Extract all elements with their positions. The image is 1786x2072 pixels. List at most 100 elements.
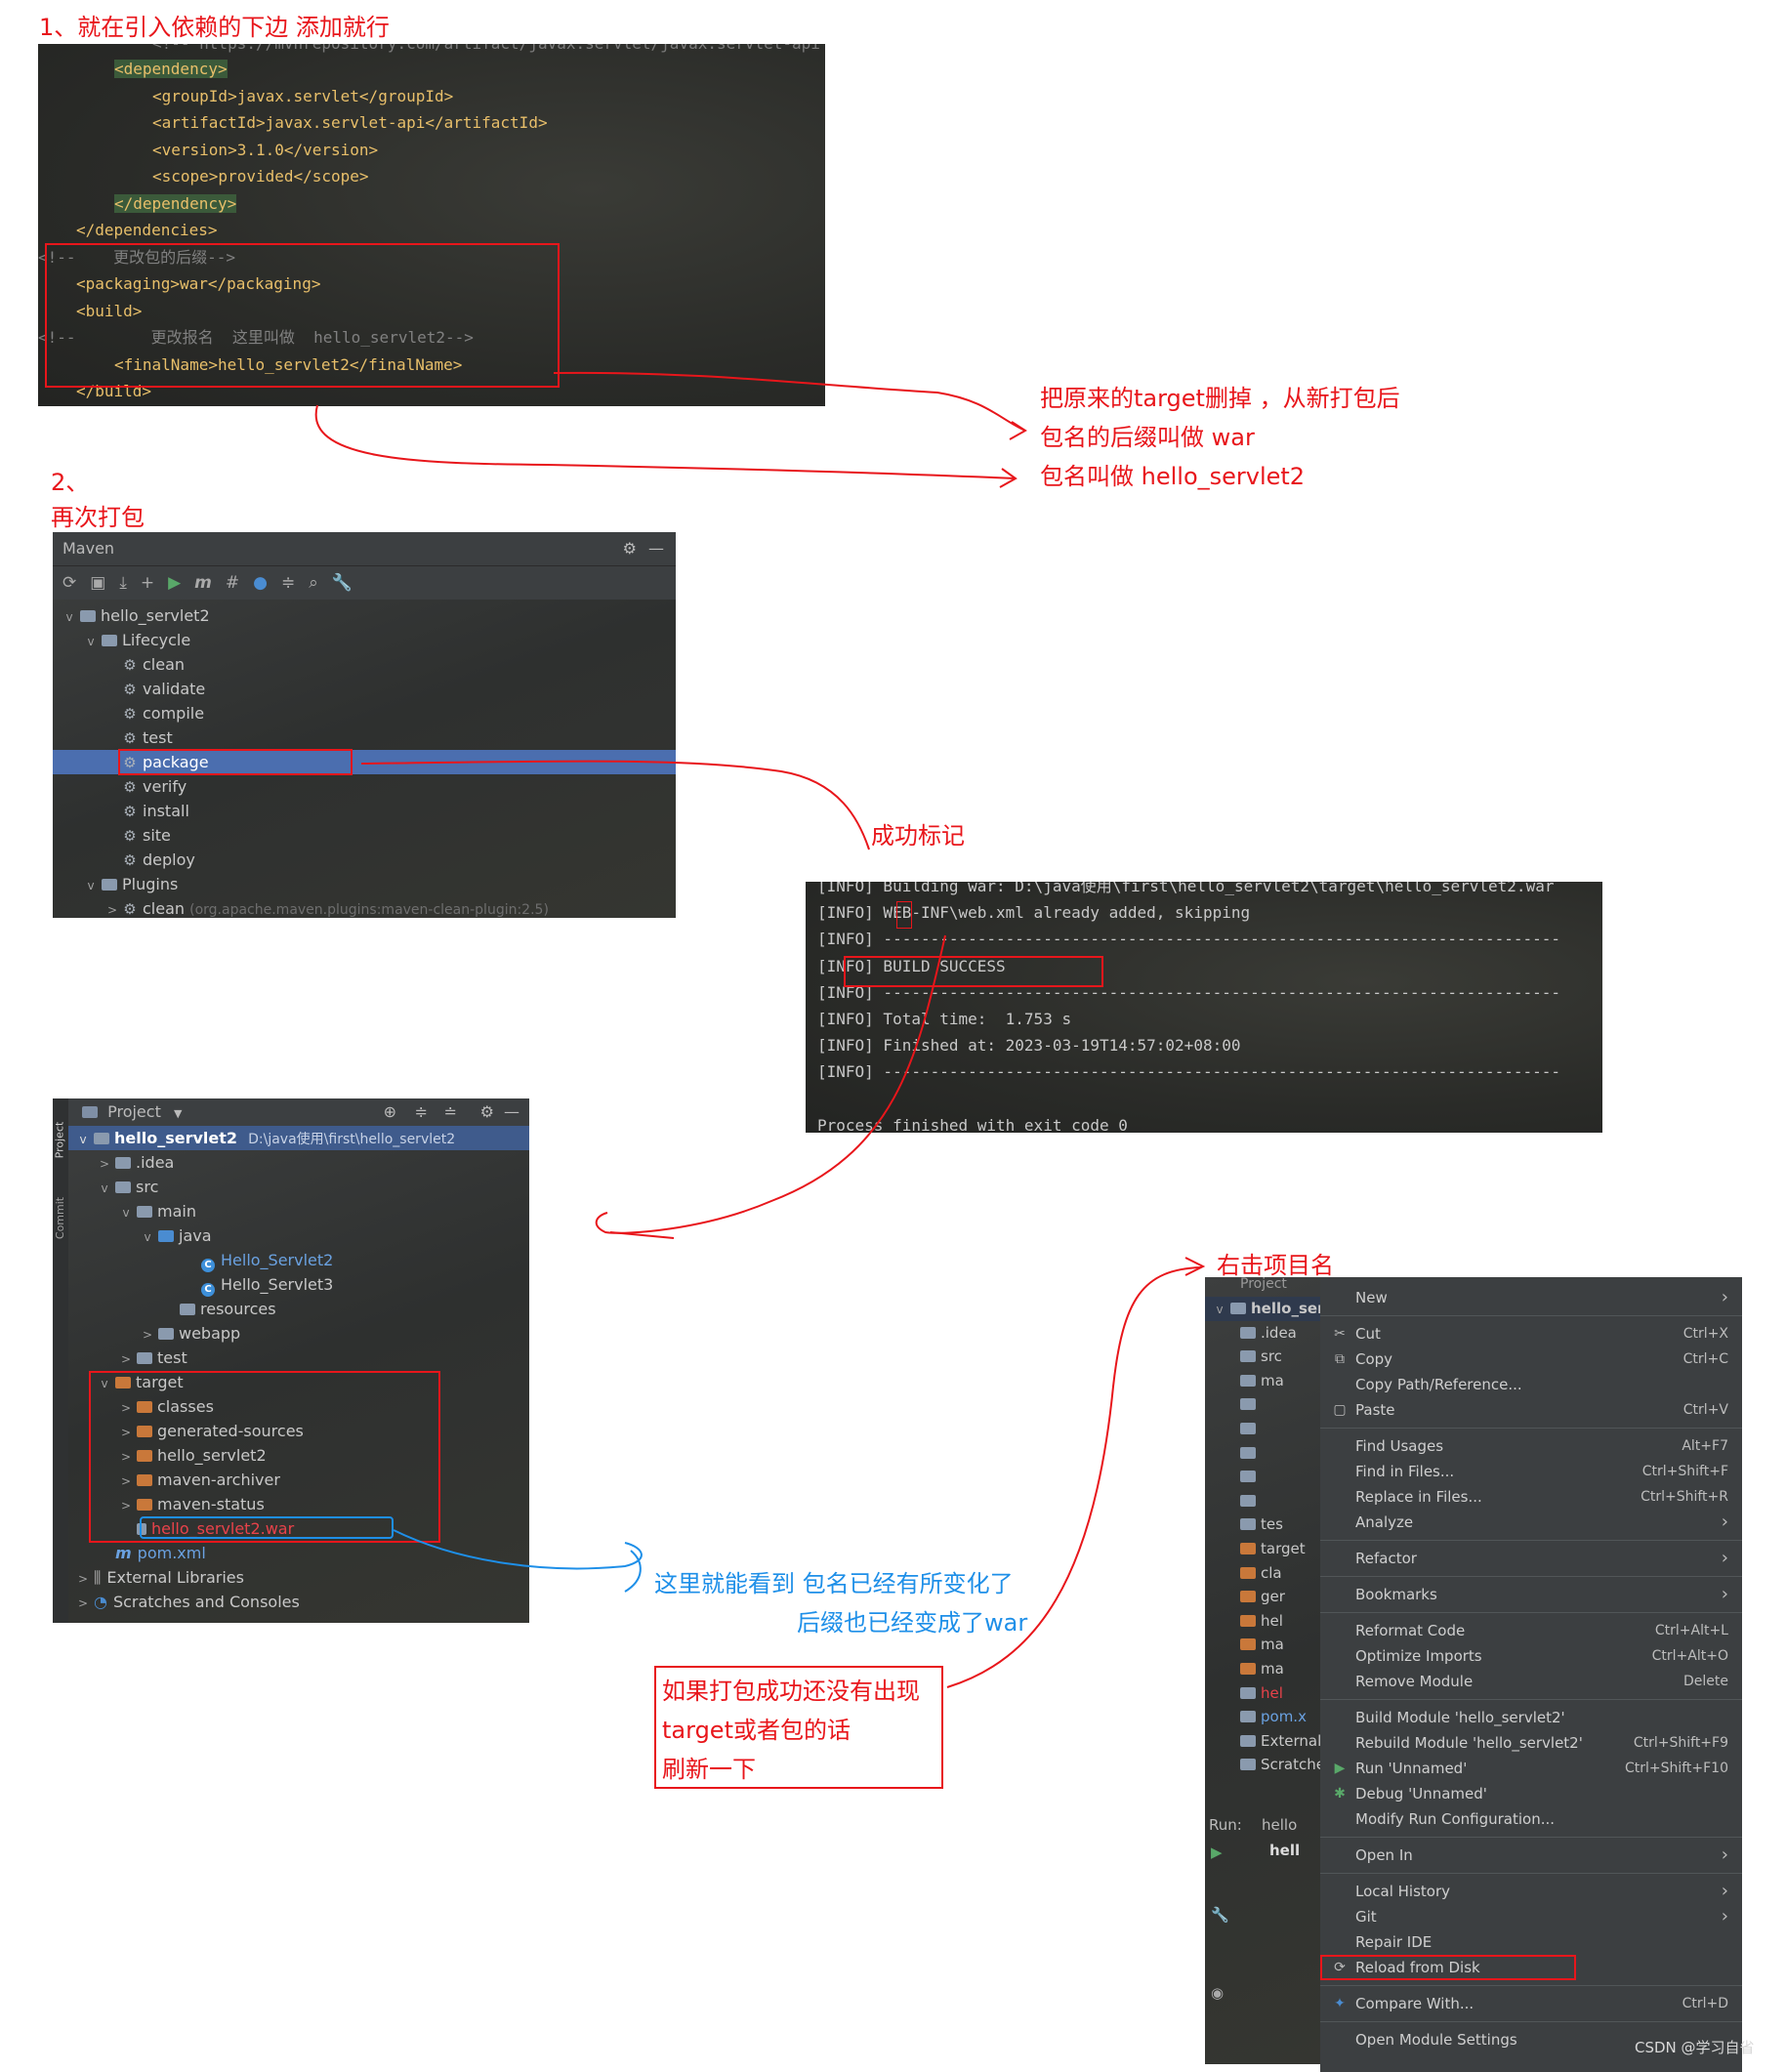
chevron-down-icon[interactable]: v — [87, 879, 95, 892]
side-tab-commit[interactable]: Commit — [54, 1196, 67, 1240]
chevron-right-icon[interactable]: > — [120, 1426, 132, 1439]
code-line[interactable]: <artifactId>javax.servlet-api</artifactI… — [38, 109, 825, 137]
project-item-generated-sources[interactable]: >generated-sources — [68, 1419, 529, 1443]
context-tree-item[interactable]: .idea — [1205, 1321, 1320, 1346]
menu-item-analyze[interactable]: Analyze› — [1320, 1510, 1742, 1535]
chevron-down-icon[interactable]: v — [87, 635, 95, 648]
context-tree-item[interactable]: Scratches — [1205, 1753, 1320, 1777]
phase-site[interactable]: ⚙site — [53, 823, 676, 848]
project-item-hello-servlet2[interactable]: >hello_servlet2 — [68, 1443, 529, 1468]
collapse-all-icon[interactable]: ≐ — [443, 1102, 457, 1121]
locate-icon[interactable]: ⊕ — [383, 1102, 396, 1121]
project-item-hello-servlet2-war[interactable]: hello_servlet2.war — [68, 1516, 529, 1541]
menu-item-run-unnamed[interactable]: ▶Run 'Unnamed'Ctrl+Shift+F10 — [1320, 1756, 1742, 1781]
expand-all-icon[interactable]: ≑ — [414, 1102, 428, 1121]
skip-tests-icon[interactable]: ● — [253, 573, 268, 593]
chevron-down-icon[interactable]: v — [79, 1133, 87, 1146]
menu-item-open-module-settings[interactable]: Open Module Settings — [1320, 2027, 1742, 2052]
plugin-clean[interactable]: >⚙clean (org.apache.maven.plugins:maven-… — [53, 896, 676, 918]
chevron-right-icon[interactable]: > — [120, 1352, 132, 1366]
project-item-scratches-and-consoles[interactable]: >◔Scratches and Consoles — [68, 1590, 529, 1614]
code-line[interactable]: </dependency> — [38, 190, 825, 218]
run-icon[interactable]: ▶ — [168, 573, 182, 593]
context-tree-item[interactable] — [1205, 1417, 1320, 1441]
code-line[interactable]: <!-- 更改包的后缀--> — [38, 244, 825, 271]
settings-gear-icon[interactable]: ⚙ — [479, 1102, 494, 1121]
project-item-maven-archiver[interactable]: >maven-archiver — [68, 1468, 529, 1492]
code-line[interactable]: <packaging>war</packaging> — [38, 270, 825, 298]
toggle-offline-icon[interactable]: # — [225, 573, 240, 593]
project-item-classes[interactable]: >classes — [68, 1394, 529, 1419]
menu-item-new[interactable]: New› — [1320, 1285, 1742, 1310]
wrench-icon[interactable]: 🔧 — [1211, 1906, 1229, 1924]
project-item-webapp[interactable]: >webapp — [68, 1321, 529, 1346]
code-line[interactable]: <dependency> — [38, 56, 825, 83]
chevron-right-icon[interactable]: > — [120, 1401, 132, 1415]
hide-panel-icon[interactable]: — — [504, 1102, 519, 1121]
menu-item-open-in[interactable]: Open In› — [1320, 1843, 1742, 1868]
context-tree-item[interactable]: hel — [1205, 1609, 1320, 1634]
context-tree-item[interactable]: ma — [1205, 1369, 1320, 1393]
code-line[interactable]: <scope>provided</scope> — [38, 163, 825, 190]
menu-item-bookmarks[interactable]: Bookmarks› — [1320, 1582, 1742, 1607]
add-folder-icon[interactable]: ▣ — [90, 573, 106, 593]
context-tree-item[interactable]: tes — [1205, 1513, 1320, 1537]
show-dependencies-icon[interactable]: ⌕ — [309, 573, 318, 593]
chevron-right-icon[interactable]: > — [77, 1596, 89, 1610]
context-tree-item[interactable]: External L — [1205, 1729, 1320, 1754]
chevron-right-icon[interactable]: > — [120, 1450, 132, 1464]
context-tree-item[interactable] — [1205, 1489, 1320, 1513]
context-tree-item[interactable]: ger — [1205, 1585, 1320, 1609]
menu-item-repair-ide[interactable]: Repair IDE — [1320, 1929, 1742, 1955]
menu-item-modify-run-configuration[interactable]: Modify Run Configuration... — [1320, 1806, 1742, 1832]
code-line[interactable]: <version>3.1.0</version> — [38, 137, 825, 164]
add-icon[interactable]: + — [140, 573, 155, 593]
code-line[interactable]: </dependencies> — [38, 217, 825, 244]
chevron-right-icon[interactable]: > — [106, 903, 118, 917]
project-item-resources[interactable]: resources — [68, 1297, 529, 1321]
hide-panel-icon[interactable]: — — [648, 539, 664, 558]
run-tree-item[interactable]: hell — [1269, 1842, 1301, 1859]
chevron-down-icon[interactable]: ▼ — [173, 1107, 183, 1120]
context-tree-item[interactable]: cla — [1205, 1561, 1320, 1586]
chevron-down-icon[interactable]: v — [144, 1230, 151, 1244]
settings-gear-icon[interactable]: ⚙ — [622, 539, 637, 558]
chevron-down-icon[interactable]: v — [122, 1206, 130, 1220]
menu-item-debug-unnamed[interactable]: ✱Debug 'Unnamed' — [1320, 1781, 1742, 1806]
phase-clean[interactable]: ⚙clean — [53, 652, 676, 677]
phase-test[interactable]: ⚙test — [53, 725, 676, 750]
context-tree-item[interactable] — [1205, 1441, 1320, 1466]
menu-item-find-in-files[interactable]: Find in Files...Ctrl+Shift+F — [1320, 1459, 1742, 1484]
code-line[interactable]: <finalName>hello_servlet2</finalName> — [38, 352, 825, 379]
run-config-item[interactable]: hello — [1262, 1816, 1298, 1834]
chevron-right-icon[interactable]: > — [77, 1572, 89, 1586]
code-line[interactable]: <groupId>javax.servlet</groupId> — [38, 83, 825, 110]
download-icon[interactable]: ⤓ — [119, 573, 127, 593]
project-item-external-libraries[interactable]: >⫼External Libraries — [68, 1565, 529, 1590]
context-tree-item[interactable]: ma — [1205, 1657, 1320, 1681]
eye-icon[interactable]: ◉ — [1211, 1984, 1225, 2002]
menu-item-build-module-hello-servlet2[interactable]: Build Module 'hello_servlet2' — [1320, 1705, 1742, 1730]
context-tree-item[interactable]: target — [1205, 1537, 1320, 1561]
context-tree-item[interactable]: ma — [1205, 1633, 1320, 1657]
context-tree-item[interactable]: hel — [1205, 1681, 1320, 1706]
menu-item-rebuild-module-hello-servlet2[interactable]: Rebuild Module 'hello_servlet2'Ctrl+Shif… — [1320, 1730, 1742, 1756]
menu-item-local-history[interactable]: Local History› — [1320, 1879, 1742, 1904]
phase-compile[interactable]: ⚙compile — [53, 701, 676, 725]
chevron-right-icon[interactable]: > — [120, 1474, 132, 1488]
chevron-right-icon[interactable]: > — [142, 1328, 153, 1342]
